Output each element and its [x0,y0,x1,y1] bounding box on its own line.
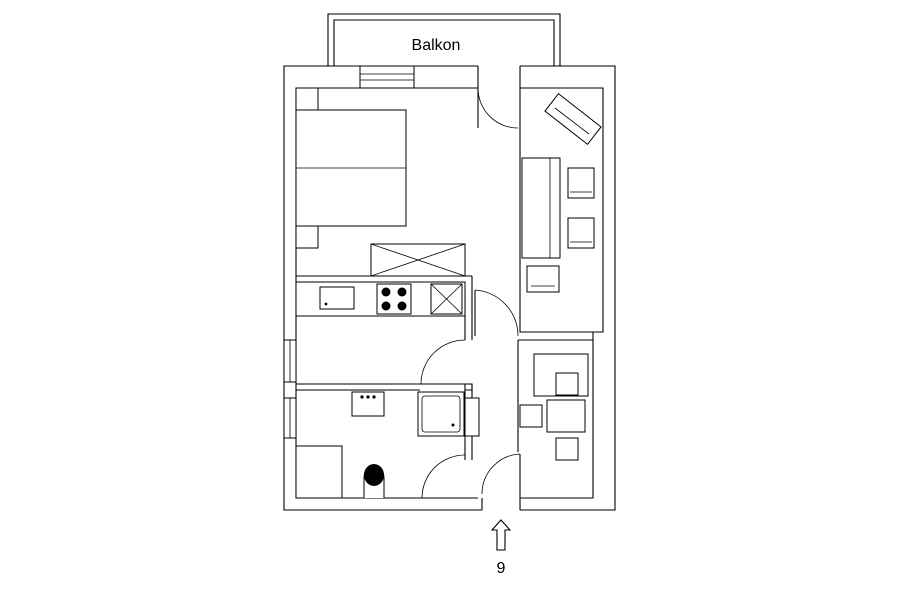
dining-area [519,353,589,461]
bathroom-window [283,397,297,439]
toilet [363,464,385,498]
wardrobe [370,243,466,277]
chair-3 [555,437,579,461]
bathroom-cabinet [464,397,480,437]
stove [376,283,412,315]
washing-machine [295,445,343,499]
sofa [521,157,561,259]
bathroom-door [420,454,466,499]
chair-2 [519,404,543,428]
doors [420,87,521,499]
balcony-door [477,87,519,129]
armchair-1 [567,167,595,199]
living-furniture [521,93,602,293]
tv-bench [544,93,602,145]
balcony: Balkon [327,13,561,66]
entrance-arrow-icon [490,519,512,551]
balcony-label: Balkon [412,37,461,54]
bedroom-furniture [295,87,466,277]
kitchen [295,281,466,317]
entrance-door [481,453,521,498]
bedroom-window [359,65,415,89]
dining-table [546,399,586,433]
kitchen-door [420,339,466,385]
chair-1 [555,372,579,396]
bathroom-sink [351,391,385,417]
armchair-2 [567,217,595,249]
fridge [430,283,463,315]
kitchen-sink [319,286,355,310]
shower [417,391,465,437]
exterior-walls [283,65,616,511]
double-bed [295,87,407,249]
living-door [474,289,519,337]
kitchen-window [283,339,297,383]
unit-number: 9 [497,560,506,577]
bathroom [295,391,480,499]
armchair-3 [526,265,560,293]
